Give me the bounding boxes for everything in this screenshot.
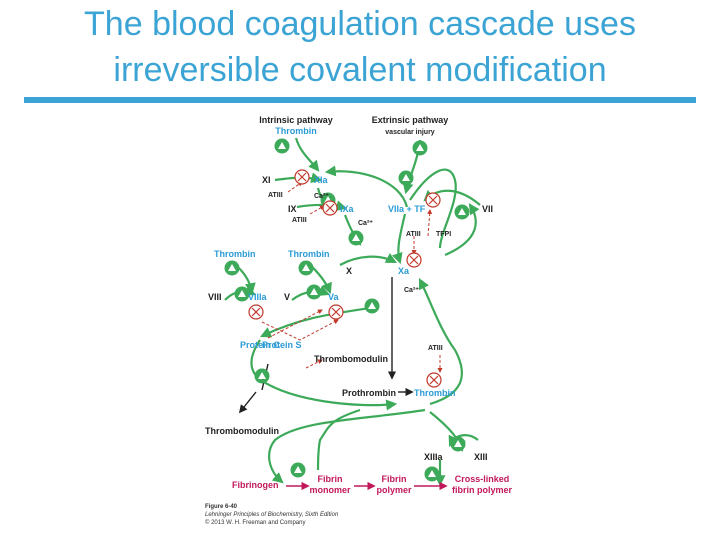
activation-node	[348, 230, 364, 246]
diagram-labels: Intrinsic pathway Thrombin Extrinsic pat…	[205, 115, 512, 526]
label-fibrin-polymer-line1: Fibrin	[382, 474, 407, 484]
label-thrombin-left: Thrombin	[214, 249, 256, 259]
label-factor-Xa: Xa	[398, 266, 410, 276]
label-thrombin-mid: Thrombin	[288, 249, 330, 259]
inhibition-node	[425, 192, 441, 208]
label-factor-X: X	[346, 266, 352, 276]
slide-title-line-1: The blood coagulation cascade uses	[84, 5, 636, 43]
title-divider	[24, 97, 696, 103]
label-fibrin-monomer-line2: monomer	[309, 485, 351, 495]
label-factor-VIIa-TF: VIIa + TF	[388, 204, 426, 214]
activation-node	[424, 466, 440, 482]
label-fibrinogen: Fibrinogen	[232, 480, 279, 490]
figure-credit-book: Lehninger Principles of Biochemistry, Si…	[205, 512, 339, 518]
activation-node	[412, 140, 428, 156]
label-thrombin-bottom: Thrombin	[414, 388, 456, 398]
inhibition-node	[294, 169, 310, 185]
label-fibrin-polymer-line2: polymer	[376, 485, 412, 495]
label-factor-XIIIa: XIIIa	[424, 452, 444, 462]
inhibition-node	[406, 252, 422, 268]
label-factor-VII: VII	[482, 204, 493, 214]
activation-node	[398, 170, 414, 186]
inhibition-node	[328, 304, 344, 320]
label-extrinsic-pathway: Extrinsic pathway	[372, 115, 449, 125]
inhibition-node	[248, 304, 264, 320]
label-protein-s: Protein S	[262, 340, 302, 350]
label-atiii-2: ATIII	[292, 217, 307, 224]
label-atiii-3: ATIII	[406, 231, 421, 238]
inhibition-arrows	[261, 181, 443, 373]
label-thrombomodulin-2: Thrombomodulin	[205, 426, 279, 436]
label-calcium-1: Ca²⁺	[314, 193, 329, 200]
label-prothrombin: Prothrombin	[342, 388, 396, 398]
label-factor-IXa: IXa	[340, 204, 355, 214]
inhibition-node	[426, 372, 442, 388]
label-atiii-1: ATIII	[268, 192, 283, 199]
label-factor-XI: XI	[262, 175, 271, 185]
figure-credit-publisher: © 2013 W. H. Freeman and Company	[205, 519, 305, 526]
label-fibrin-monomer-line1: Fibrin	[318, 474, 343, 484]
label-factor-XIa: XIa	[314, 175, 329, 185]
activation-node	[290, 462, 306, 478]
activation-node	[450, 436, 466, 452]
inhibition-node	[322, 200, 338, 216]
label-calcium-3: Ca²⁺	[404, 287, 419, 294]
activation-node	[454, 204, 470, 220]
activation-node	[224, 260, 240, 276]
activation-node	[274, 138, 290, 154]
activation-node	[306, 284, 322, 300]
label-factor-IX: IX	[288, 204, 297, 214]
label-intrinsic-thrombin: Thrombin	[275, 126, 317, 136]
label-vascular-injury: vascular injury	[385, 129, 435, 136]
label-factor-VIIIa: VIIIa	[248, 292, 268, 302]
label-crosslinked-line1: Cross-linked	[455, 474, 510, 484]
activation-node	[364, 298, 380, 314]
label-calcium-2: Ca²⁺	[358, 220, 373, 227]
slide-title-line-2: irreversible covalent modification	[113, 51, 607, 89]
label-protein-c: Protein C	[240, 340, 281, 350]
label-tfpi: TFPI	[436, 231, 451, 238]
label-factor-V: V	[284, 292, 290, 302]
label-factor-XIII: XIII	[474, 452, 488, 462]
figure-number: Figure 6-40	[205, 504, 238, 510]
label-thrombomodulin-1: Thrombomodulin	[314, 354, 388, 364]
label-crosslinked-line2: fibrin polymer	[452, 485, 513, 495]
label-atiii-4: ATIII	[428, 345, 443, 352]
activation-node	[298, 260, 314, 276]
label-factor-VIII: VIII	[208, 292, 222, 302]
label-factor-Va: Va	[328, 292, 340, 302]
label-intrinsic-pathway: Intrinsic pathway	[259, 115, 333, 125]
activation-node	[254, 368, 270, 384]
